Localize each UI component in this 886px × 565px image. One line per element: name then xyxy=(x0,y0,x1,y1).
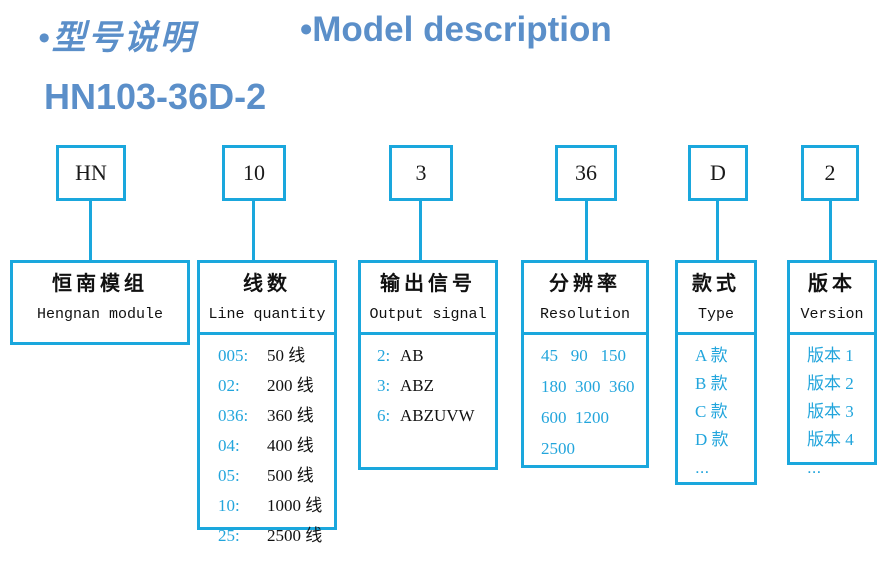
desc-body-version: 版本 1 版本 2 版本 3 版本 4 ... xyxy=(790,335,874,484)
option-code: 25: xyxy=(218,526,240,545)
list-item: C 款 xyxy=(695,402,728,421)
desc-box-output-signal: 输出信号 Output signal 2: AB 3: ABZ 6: ABZUV… xyxy=(358,260,498,470)
desc-body-type: A 款 B 款 C 款 D 款 ... xyxy=(678,335,754,484)
desc-body-output-signal: 2: AB 3: ABZ 6: ABZUVW xyxy=(361,335,495,467)
option-value: 500 线 xyxy=(267,466,314,485)
model-number: HN103-36D-2 xyxy=(44,76,267,117)
head-en-type: Type xyxy=(697,306,734,323)
list-item: 2500 xyxy=(541,439,575,458)
head-en-version: Version xyxy=(800,306,864,323)
list-item: 25: 2500 线 xyxy=(200,527,334,544)
code-box-hn[interactable]: HN xyxy=(56,145,126,201)
option-value: 50 线 xyxy=(267,346,306,365)
list-item: 版本 1 xyxy=(807,346,854,365)
desc-head-resolution: 分辨率 Resolution xyxy=(524,263,646,335)
bullet-icon: • xyxy=(38,20,52,57)
head-cn-version: 版本 xyxy=(808,273,856,295)
desc-head-type: 款式 Type xyxy=(678,263,754,335)
head-en-module: Hengnan module xyxy=(36,306,164,323)
connector-line-3 xyxy=(419,201,422,260)
code-box-36[interactable]: 36 xyxy=(555,145,617,201)
head-cn-type: 款式 xyxy=(692,273,740,295)
code-box-d[interactable]: D xyxy=(688,145,748,201)
list-item: 版本 3 xyxy=(807,402,854,421)
list-item: 2: AB xyxy=(361,347,495,364)
desc-box-version: 版本 Version 版本 1 版本 2 版本 3 版本 4 ... xyxy=(787,260,877,476)
code-box-10[interactable]: 10 xyxy=(222,145,286,201)
option-value: 1000 线 xyxy=(267,496,323,515)
option-code: 036: xyxy=(218,406,249,425)
desc-head-line-quantity: 线数 Line quantity xyxy=(200,263,334,335)
list-item: 005: 50 线 xyxy=(200,347,334,364)
head-cn-output-signal: 输出信号 xyxy=(380,273,476,295)
list-item: 04: 400 线 xyxy=(200,437,334,454)
code-box-3[interactable]: 3 xyxy=(389,145,453,201)
list-item: 3: ABZ xyxy=(361,377,495,394)
desc-head-version: 版本 Version xyxy=(790,263,874,335)
list-item-more: ... xyxy=(807,458,822,477)
list-item: 02: 200 线 xyxy=(200,377,334,394)
option-value: ABZ xyxy=(400,376,434,395)
option-code: 10: xyxy=(218,496,240,515)
option-code: 2: xyxy=(377,346,391,365)
head-cn-line-quantity: 线数 xyxy=(243,273,291,295)
option-value: 360 线 xyxy=(267,406,314,425)
head-en-line-quantity: Line quantity xyxy=(208,306,326,323)
list-item: B 款 xyxy=(695,374,728,393)
list-item: 10: 1000 线 xyxy=(200,497,334,514)
option-value: ABZUVW xyxy=(400,406,475,425)
list-item: 6: ABZUVW xyxy=(361,407,495,424)
desc-box-module: 恒南模组 Hengnan module xyxy=(10,260,190,345)
list-item: A 款 xyxy=(695,346,728,365)
list-item: 180 300 360 xyxy=(541,377,635,396)
bullet-icon-en: • xyxy=(300,10,313,49)
list-item: 05: 500 线 xyxy=(200,467,334,484)
connector-line-10 xyxy=(252,201,255,260)
option-value: AB xyxy=(400,346,424,365)
option-value: 200 线 xyxy=(267,376,314,395)
option-code: 05: xyxy=(218,466,240,485)
desc-box-resolution: 分辨率 Resolution 45 90 150 180 300 360 600… xyxy=(521,260,649,468)
connector-line-2 xyxy=(829,201,832,260)
head-cn-module: 恒南模组 xyxy=(52,273,148,295)
list-item: 45 90 150 xyxy=(541,346,626,365)
option-value: 400 线 xyxy=(267,436,314,455)
list-item: D 款 xyxy=(695,430,729,449)
connector-line-36 xyxy=(585,201,588,260)
page-title-cn: •型号说明 xyxy=(38,10,196,59)
option-code: 005: xyxy=(218,346,249,365)
connector-line-d xyxy=(716,201,719,260)
desc-body-resolution: 45 90 150 180 300 360 600 1200 2500 xyxy=(524,335,646,479)
head-cn-resolution: 分辨率 xyxy=(549,273,621,295)
list-item: 版本 4 xyxy=(807,430,854,449)
desc-box-type: 款式 Type A 款 B 款 C 款 D 款 ... xyxy=(675,260,757,485)
code-box-2[interactable]: 2 xyxy=(801,145,859,201)
list-item: 600 1200 xyxy=(541,408,609,427)
desc-box-line-quantity: 线数 Line quantity 005: 50 线 02: 200 线 036… xyxy=(197,260,337,544)
connector-line-hn xyxy=(89,201,92,260)
desc-body-line-quantity: 005: 50 线 02: 200 线 036: 360 线 04: 400 线… xyxy=(200,335,334,565)
title-cn-text: 型号说明 xyxy=(51,20,196,57)
page-title-en: •Model description xyxy=(300,10,612,50)
head-en-output-signal: Output signal xyxy=(369,306,487,323)
list-item-more: ... xyxy=(695,458,710,477)
list-item: 036: 360 线 xyxy=(200,407,334,424)
page-header: •型号说明 •Model description xyxy=(0,4,886,62)
option-code: 04: xyxy=(218,436,240,455)
option-code: 6: xyxy=(377,406,391,425)
desc-head-module: 恒南模组 Hengnan module xyxy=(13,263,187,332)
title-en-text: Model description xyxy=(312,10,612,49)
desc-head-output-signal: 输出信号 Output signal xyxy=(361,263,495,335)
head-en-resolution: Resolution xyxy=(539,306,630,323)
list-item: 版本 2 xyxy=(807,374,854,393)
option-code: 3: xyxy=(377,376,391,395)
option-code: 02: xyxy=(218,376,240,395)
option-value: 2500 线 xyxy=(267,526,323,545)
